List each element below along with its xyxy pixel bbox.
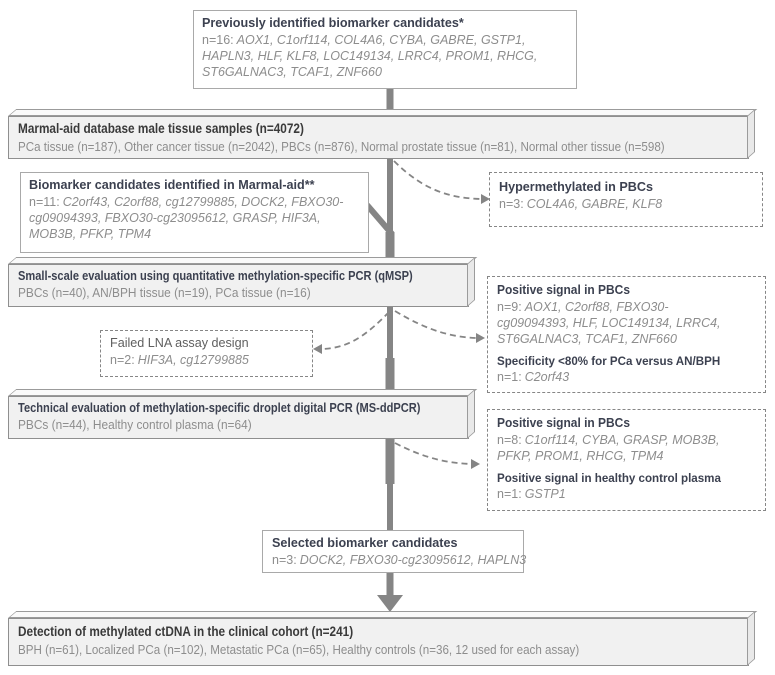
n-count: n=1: (497, 370, 522, 385)
flow-node-ddpcr: Technical evaluation of methylation-spec… (8, 396, 469, 439)
arrow-right-icon (476, 333, 485, 343)
flow-node-previous-candidates: Previously identified biomarker candidat… (193, 10, 577, 89)
gene-list: n=9:AOX1, C2orf88, FBXO30-cg09094393, HL… (497, 299, 756, 348)
node-title: Previously identified biomarker candidat… (202, 16, 464, 30)
gene-names: GSTP1 (524, 487, 566, 502)
dashed-arrow-failed-lna (321, 311, 390, 350)
node-title: Marmal-aid database male tissue samples … (18, 121, 304, 136)
gene-list: n=1:C2orf43 (497, 369, 756, 385)
flow-node-hypermethylated: Hypermethylated in PBCs n=3:COL4A6, GABR… (489, 172, 763, 227)
section-title: Positive signal in healthy control plasm… (497, 471, 721, 486)
flow-node-ddpcr-results: Positive signal in PBCs n=8:C1orf114, CY… (487, 409, 766, 511)
gene-names: C2orf43, C2orf88, cg12799885, DOCK2, FBX… (29, 194, 344, 242)
arrow-left-icon (313, 344, 322, 354)
dashed-arrow-ddpcr-results (394, 442, 472, 465)
connector-candidates-merge (364, 203, 395, 236)
node-title: Technical evaluation of methylation-spec… (18, 401, 421, 415)
flow-node-qmsp: Small-scale evaluation using quantitativ… (8, 264, 469, 307)
node-detail: PCa tissue (n=187), Other cancer tissue … (18, 138, 665, 154)
flow-node-selected: Selected biomarker candidates n=3:DOCK2,… (262, 530, 526, 573)
node-title: Selected biomarker candidates (272, 536, 458, 550)
gene-names: C2orf43 (524, 370, 570, 385)
gene-list: n=11:C2orf43, C2orf88, cg12799885, DOCK2… (29, 194, 360, 243)
arrow-right-icon (471, 459, 480, 469)
gene-list: n=3:DOCK2, FBXO30-cg23095612, HAPLN3 (272, 552, 526, 568)
arrow-right-icon (481, 194, 490, 204)
n-count: n=11: (29, 194, 60, 209)
gene-names: AOX1, C2orf88, FBXO30-cg09094393, HLF, L… (497, 299, 721, 347)
n-count: n=2: (110, 352, 135, 367)
gene-names: DOCK2, FBXO30-cg23095612, HAPLN3 (299, 552, 527, 567)
n-count: n=3: (272, 552, 297, 567)
node-title: Biomarker candidates identified in Marma… (29, 178, 315, 192)
gene-list: n=3:COL4A6, GABRE, KLF8 (499, 196, 753, 212)
flow-node-qmsp-results: Positive signal in PBCs n=9:AOX1, C2orf8… (487, 276, 766, 393)
gene-list: n=2:HIF3A, cg12799885 (110, 352, 303, 368)
dashed-arrow-hypermethylated (393, 160, 482, 200)
node-title: Detection of methylated ctDNA in the cli… (18, 624, 354, 639)
n-count: n=9: (497, 299, 522, 314)
flow-node-marmal-database: Marmal-aid database male tissue samples … (8, 116, 749, 159)
arrow-down-icon (377, 595, 403, 612)
node-title: Small-scale evaluation using quantitativ… (18, 269, 413, 283)
gene-names: COL4A6, GABRE, KLF8 (526, 196, 663, 211)
n-count: n=8: (497, 432, 522, 447)
dashed-arrow-qmsp-results (394, 310, 477, 339)
node-detail: PBCs (n=44), Healthy control plasma (n=6… (18, 417, 252, 432)
section-title: Positive signal in PBCs (497, 416, 630, 430)
n-count: n=3: (499, 196, 524, 211)
node-title: Failed LNA assay design (110, 336, 249, 350)
flow-node-failed-lna: Failed LNA assay design n=2:HIF3A, cg127… (100, 330, 313, 377)
gene-list: n=1:GSTP1 (497, 486, 756, 502)
flow-node-marmal-candidates: Biomarker candidates identified in Marma… (20, 172, 369, 253)
section-title: Positive signal in PBCs (497, 283, 630, 297)
gene-names: HIF3A, cg12799885 (137, 352, 249, 367)
node-title: Hypermethylated in PBCs (499, 180, 653, 194)
gene-names: C1orf114, CYBA, GRASP, MOB3B, PFKP, PROM… (497, 432, 720, 463)
node-detail: BPH (n=61), Localized PCa (n=102), Metas… (18, 641, 580, 657)
gene-list: n=16:AOX1, C1orf114, COL4A6, CYBA, GABRE… (202, 32, 568, 81)
section-title: Specificity <80% for PCa versus AN/BPH (497, 354, 721, 369)
node-detail: PBCs (n=40), AN/BPH tissue (n=19), PCa t… (18, 285, 311, 300)
gene-names: AOX1, C1orf114, COL4A6, CYBA, GABRE, GST… (202, 32, 538, 80)
flow-node-clinical-cohort: Detection of methylated ctDNA in the cli… (8, 618, 749, 666)
n-count: n=1: (497, 487, 522, 502)
gene-list: n=8:C1orf114, CYBA, GRASP, MOB3B, PFKP, … (497, 432, 756, 465)
n-count: n=16: (202, 32, 234, 47)
